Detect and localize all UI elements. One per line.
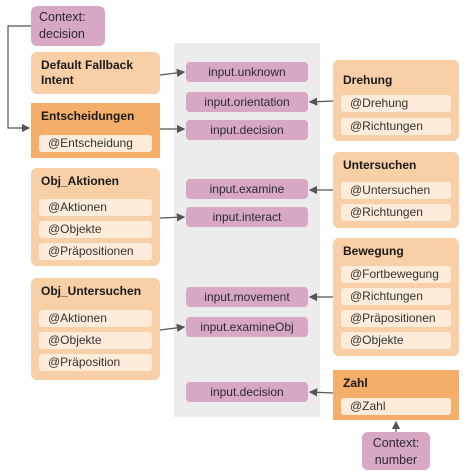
entity-praeposition: @Präposition: [39, 354, 152, 371]
intent-title: Bewegung: [343, 244, 404, 258]
input-examineobj: input.examineObj: [186, 317, 308, 337]
intent-bewegung: Bewegung @Fortbewegung @Richtungen @Präp…: [333, 238, 459, 356]
entity-praepositionen: @Präpositionen: [341, 310, 451, 327]
intent-title: Zahl: [343, 376, 368, 390]
entity-praepositionen: @Präpositionen: [39, 243, 152, 260]
entity-zahl: @Zahl: [341, 398, 451, 415]
context-decision: Context: decision: [31, 6, 105, 46]
entity-drehung: @Drehung: [341, 95, 451, 112]
entity-fortbewegung: @Fortbewegung: [341, 266, 451, 283]
arrow-context-decision: [7, 25, 31, 133]
entity-aktionen: @Aktionen: [39, 199, 152, 216]
intent-title: Entscheidungen: [41, 109, 135, 123]
entity-richtungen: @Richtungen: [341, 288, 451, 305]
intent-default-fallback: Default Fallback Intent: [31, 52, 160, 94]
entity-richtungen: @Richtungen: [341, 204, 451, 221]
entity-objekte: @Objekte: [39, 221, 152, 238]
entity-objekte: @Objekte: [341, 332, 451, 349]
intent-drehung: Drehung @Drehung @Richtungen: [333, 60, 459, 141]
intent-untersuchen: Untersuchen @Untersuchen @Richtungen: [333, 152, 459, 228]
intent-title: Obj_Untersuchen: [41, 284, 142, 298]
entity-aktionen: @Aktionen: [39, 310, 152, 327]
entity-entscheidung: @Entscheidung: [39, 135, 152, 152]
intent-zahl: Zahl @Zahl: [333, 370, 459, 420]
input-orientation: input.orientation: [186, 92, 308, 112]
context-number: Context: number: [362, 432, 430, 470]
intent-obj-untersuchen: Obj_Untersuchen @Aktionen @Objekte @Präp…: [31, 278, 160, 380]
input-decision-2: input.decision: [186, 382, 308, 402]
entity-untersuchen: @Untersuchen: [341, 182, 451, 199]
intent-title: Default Fallback Intent: [41, 58, 134, 87]
intent-title: Untersuchen: [343, 158, 417, 172]
intent-title: Drehung: [343, 73, 393, 87]
input-decision: input.decision: [186, 120, 308, 140]
input-unknown: input.unknown: [186, 62, 308, 82]
entity-richtungen: @Richtungen: [341, 118, 451, 135]
input-movement: input.movement: [186, 287, 308, 307]
input-examine: input.examine: [186, 179, 308, 199]
entity-objekte: @Objekte: [39, 332, 152, 349]
intent-entscheidungen: Entscheidungen @Entscheidung: [31, 103, 160, 158]
intent-obj-aktionen: Obj_Aktionen @Aktionen @Objekte @Präposi…: [31, 168, 160, 266]
input-interact: input.interact: [186, 207, 308, 227]
intent-title: Obj_Aktionen: [41, 174, 120, 188]
